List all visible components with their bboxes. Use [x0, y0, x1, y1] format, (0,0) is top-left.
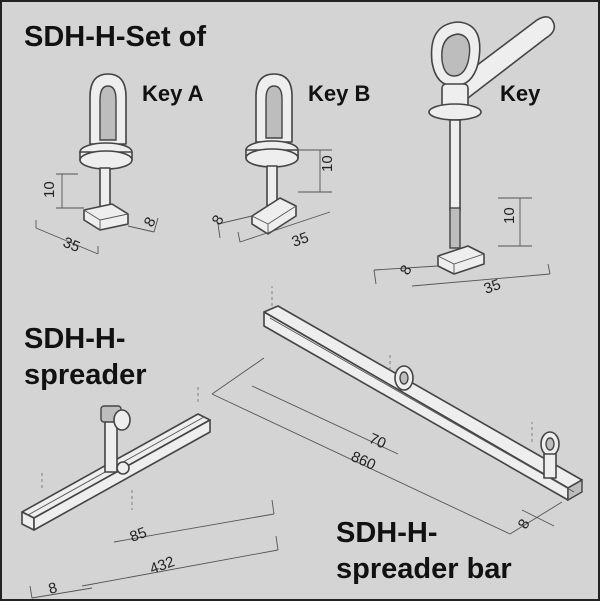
spreader-key-shaft — [104, 419, 118, 473]
key-a-collar-bottom — [79, 150, 133, 170]
spreader-key-ring — [113, 409, 131, 431]
key-height-label: 10 — [501, 207, 518, 224]
key-drawing — [373, 16, 556, 287]
spreader-bar-heading-line1: SDH-H- — [336, 517, 438, 549]
spreader-bar-mount-hints — [271, 286, 533, 442]
key-b-loop-hole — [265, 85, 283, 139]
spreader-heading-line2: spreader — [24, 359, 147, 391]
spreader-front — [33, 419, 211, 531]
spreader-mount-hints — [41, 386, 199, 510]
key-height-dim-line — [498, 197, 532, 247]
spreader-drawing — [21, 386, 279, 599]
spreader-bar-end-key — [543, 453, 557, 479]
key-b-collar-bottom — [245, 148, 299, 168]
spreader-bar-heading-line2: spreader bar — [336, 553, 512, 585]
set-title: SDH-H-Set of — [24, 21, 207, 53]
spreader-key-nut — [116, 461, 130, 475]
key-b-width-label: 35 — [290, 229, 311, 251]
key-a-depth-dim-line — [127, 217, 159, 233]
key-d-ring-hole — [441, 33, 471, 77]
key-b-depth-label: 8 — [209, 212, 228, 228]
key-foot-edges — [437, 253, 485, 274]
spreader-bar-ring-hole — [399, 371, 409, 385]
key-a-height-dim-line — [56, 173, 84, 209]
spreader-bar-length-dim-line — [211, 357, 563, 535]
key-foot — [437, 245, 485, 275]
spreader-inner-dim-line — [113, 499, 275, 543]
key-handle — [459, 16, 556, 99]
key-heading: Key — [500, 81, 541, 106]
key-a-drawing — [35, 73, 159, 255]
spreader-heading-line1: SDH-H- — [24, 323, 126, 355]
key-b-height-dim-line — [298, 149, 332, 193]
key-width-label: 35 — [482, 276, 503, 298]
key-depth-dim-line — [373, 265, 439, 285]
key-a-foot-edges — [83, 209, 129, 230]
key-a-height-label: 10 — [41, 181, 58, 198]
spreader-bar-end-ring-hole — [545, 437, 555, 451]
key-collar — [428, 103, 482, 121]
key-a-width-dim-line — [35, 220, 99, 255]
spreader-length-dim-line — [81, 535, 279, 587]
key-width-dim-line — [411, 263, 551, 287]
key-depth-label: 8 — [397, 262, 416, 278]
key-b-foot — [251, 197, 297, 235]
key-a-width-label: 35 — [61, 234, 83, 256]
spreader-bar-slot — [269, 317, 575, 493]
spreader-length-label: 432 — [148, 553, 177, 578]
key-a-loop-hole — [99, 85, 117, 141]
key-shaft — [449, 119, 461, 211]
key-a-depth-label: 8 — [141, 214, 160, 230]
spreader-bar-end-dim-line — [521, 509, 555, 527]
spreader-bar-end — [567, 478, 583, 502]
spreader-bar-drawing — [211, 286, 583, 535]
key-shaft-lower — [449, 207, 461, 249]
key-b-depth-dim-line — [217, 215, 253, 239]
key-b-drawing — [217, 73, 332, 243]
key-b-heading: Key B — [308, 81, 371, 106]
spreader-bar-inner-dim-line — [251, 385, 399, 455]
spreader-inner-label: 85 — [128, 524, 149, 546]
spreader-end-dim-line — [29, 585, 93, 599]
spreader-bar-top — [263, 305, 583, 489]
spreader-bar-inner-label: 70 — [366, 430, 388, 452]
key-a-heading: Key A — [142, 81, 204, 106]
key-b-height-label: 10 — [319, 155, 336, 172]
key-b-width-dim-line — [237, 211, 331, 243]
key-a-foot — [83, 203, 129, 231]
key-a-shaft — [99, 167, 111, 209]
